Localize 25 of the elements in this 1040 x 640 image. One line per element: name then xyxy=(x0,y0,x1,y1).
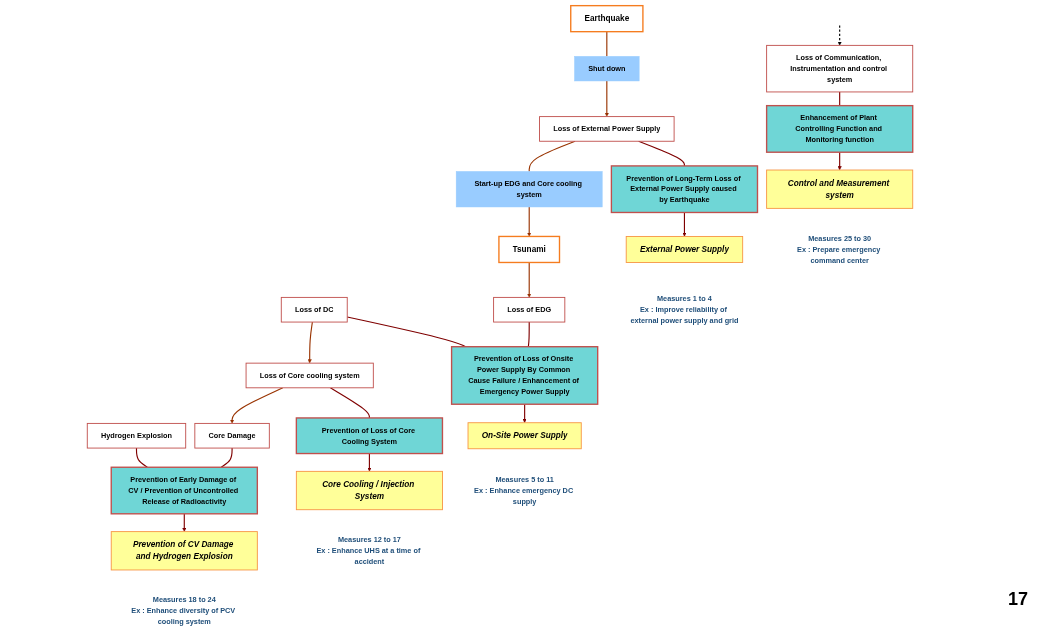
arrow xyxy=(307,321,313,364)
arrow xyxy=(522,403,527,423)
node-box: Earthquake xyxy=(570,4,644,33)
arrow xyxy=(604,80,609,117)
arrow xyxy=(182,513,187,532)
connector xyxy=(329,387,370,419)
node-box: External Power Supply xyxy=(625,236,744,263)
arrow xyxy=(230,387,284,424)
node-box: Control and Measurement system xyxy=(766,169,914,209)
connector xyxy=(638,140,685,167)
arrow xyxy=(367,453,372,472)
node-box: On-Site Power Supply xyxy=(467,422,582,450)
connector xyxy=(346,316,467,348)
connector xyxy=(606,31,608,57)
arrow xyxy=(837,24,842,46)
connector xyxy=(527,321,530,348)
arrow xyxy=(527,206,532,237)
node-box: Prevention of CV Damage and Hydrogen Explosion xyxy=(110,531,258,571)
arrow xyxy=(527,261,532,298)
page-number: 17 xyxy=(1007,589,1028,610)
arrow xyxy=(682,211,687,237)
connector xyxy=(220,447,233,468)
node-box: Core Cooling / Injection System xyxy=(295,470,443,511)
connector xyxy=(135,447,148,468)
node-box: Tsunami xyxy=(498,235,561,264)
